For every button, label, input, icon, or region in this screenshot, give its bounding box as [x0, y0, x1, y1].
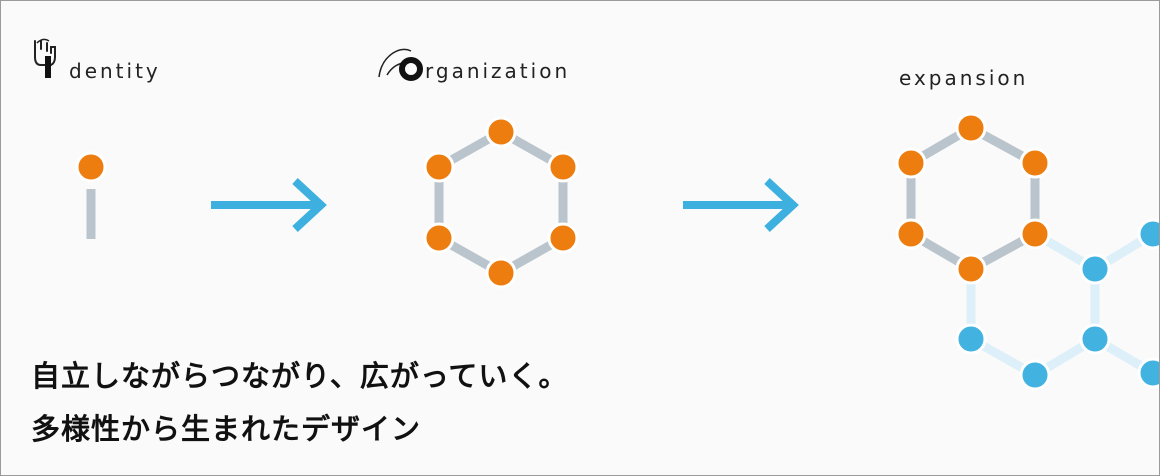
stage-organization: rganization: [378, 48, 570, 83]
exp-node-blue: [1019, 359, 1051, 391]
headline-line-1: 自立しながらつながり、広がっていく。: [31, 359, 569, 393]
identity-node: [75, 151, 107, 183]
arrow-icon-2: [683, 178, 799, 232]
exp-node: [955, 253, 987, 285]
exp-node-blue: [955, 323, 987, 355]
org-node: [547, 151, 579, 183]
arrow-icon-1: [211, 178, 327, 232]
stage-label-expansion: expansion: [899, 66, 1028, 90]
hand-o-icon: [378, 48, 423, 81]
exp-node: [1019, 218, 1051, 250]
exp-node-blue: [1079, 253, 1111, 285]
org-node: [423, 222, 455, 254]
exp-node: [895, 147, 927, 179]
hand-i-icon: [34, 38, 56, 78]
org-node: [423, 151, 455, 183]
org-node: [485, 257, 517, 289]
stage-label-organization: rganization: [425, 59, 570, 83]
nodes-primary: [75, 112, 1051, 289]
exp-node-blue: [1137, 357, 1159, 389]
exp-node-blue: [1079, 323, 1111, 355]
stage-identity: dentity: [34, 38, 161, 83]
headline-line-2: 多様性から生まれたデザイン: [31, 412, 422, 446]
stage-label-identity: dentity: [69, 59, 161, 83]
exp-node: [1019, 147, 1051, 179]
exp-node: [955, 112, 987, 144]
org-node: [547, 222, 579, 254]
exp-node: [895, 218, 927, 250]
org-node: [485, 116, 517, 148]
nodes-secondary: [955, 218, 1159, 391]
exp-node-blue: [1137, 218, 1159, 250]
